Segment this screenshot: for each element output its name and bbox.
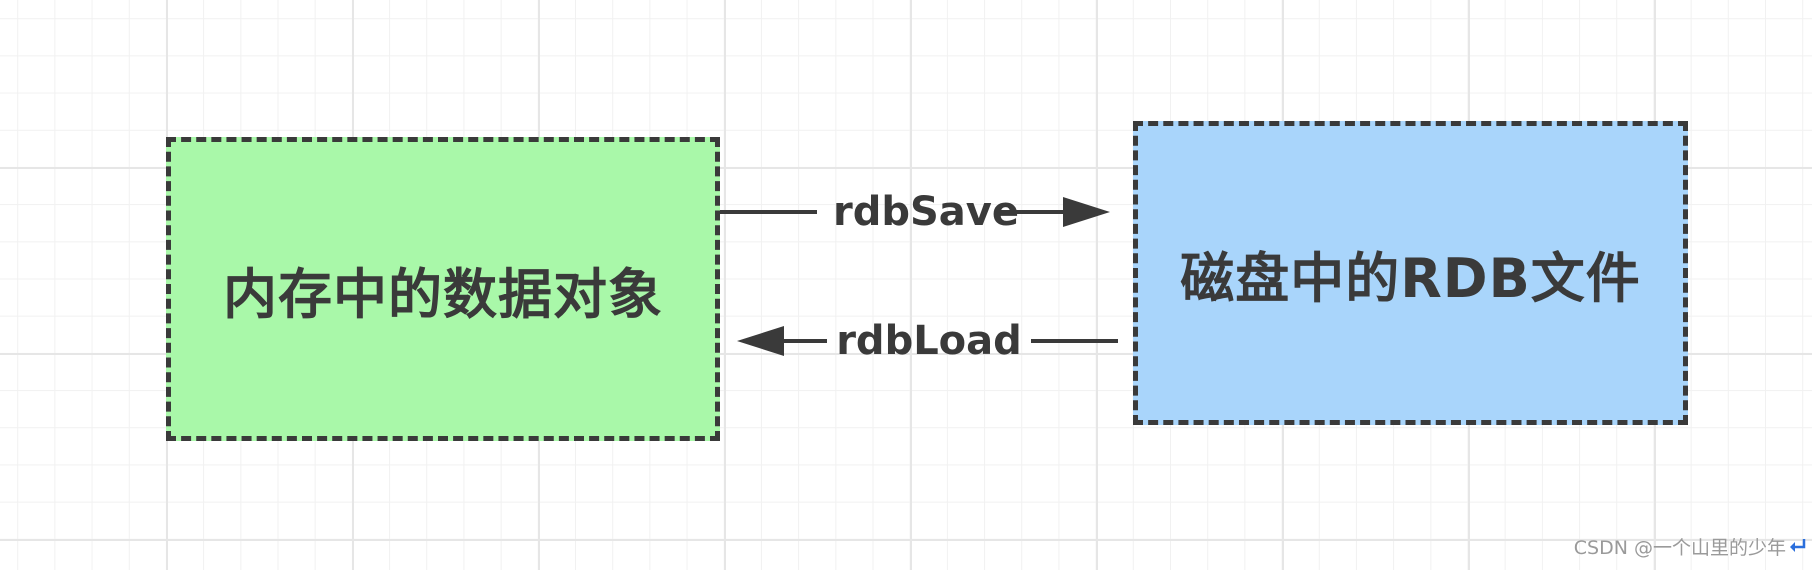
disk-rdb-file-node: 磁盘中的RDB文件: [1133, 121, 1688, 425]
rdbsave-arrowhead: [1063, 197, 1110, 227]
csdn-watermark: CSDN @一个山里的少年: [1573, 537, 1786, 559]
disk-node-label: 磁盘中的RDB文件: [1180, 246, 1641, 310]
rdbload-arrowhead: [737, 326, 784, 356]
rdbsave-edge-label: rdbSave: [833, 189, 1019, 235]
memory-node-label: 内存中的数据对象: [223, 262, 663, 326]
return-arrow-icon: [1790, 539, 1806, 552]
rdbload-edge-label: rdbLoad: [836, 318, 1022, 364]
memory-data-object-node: 内存中的数据对象: [166, 137, 720, 441]
